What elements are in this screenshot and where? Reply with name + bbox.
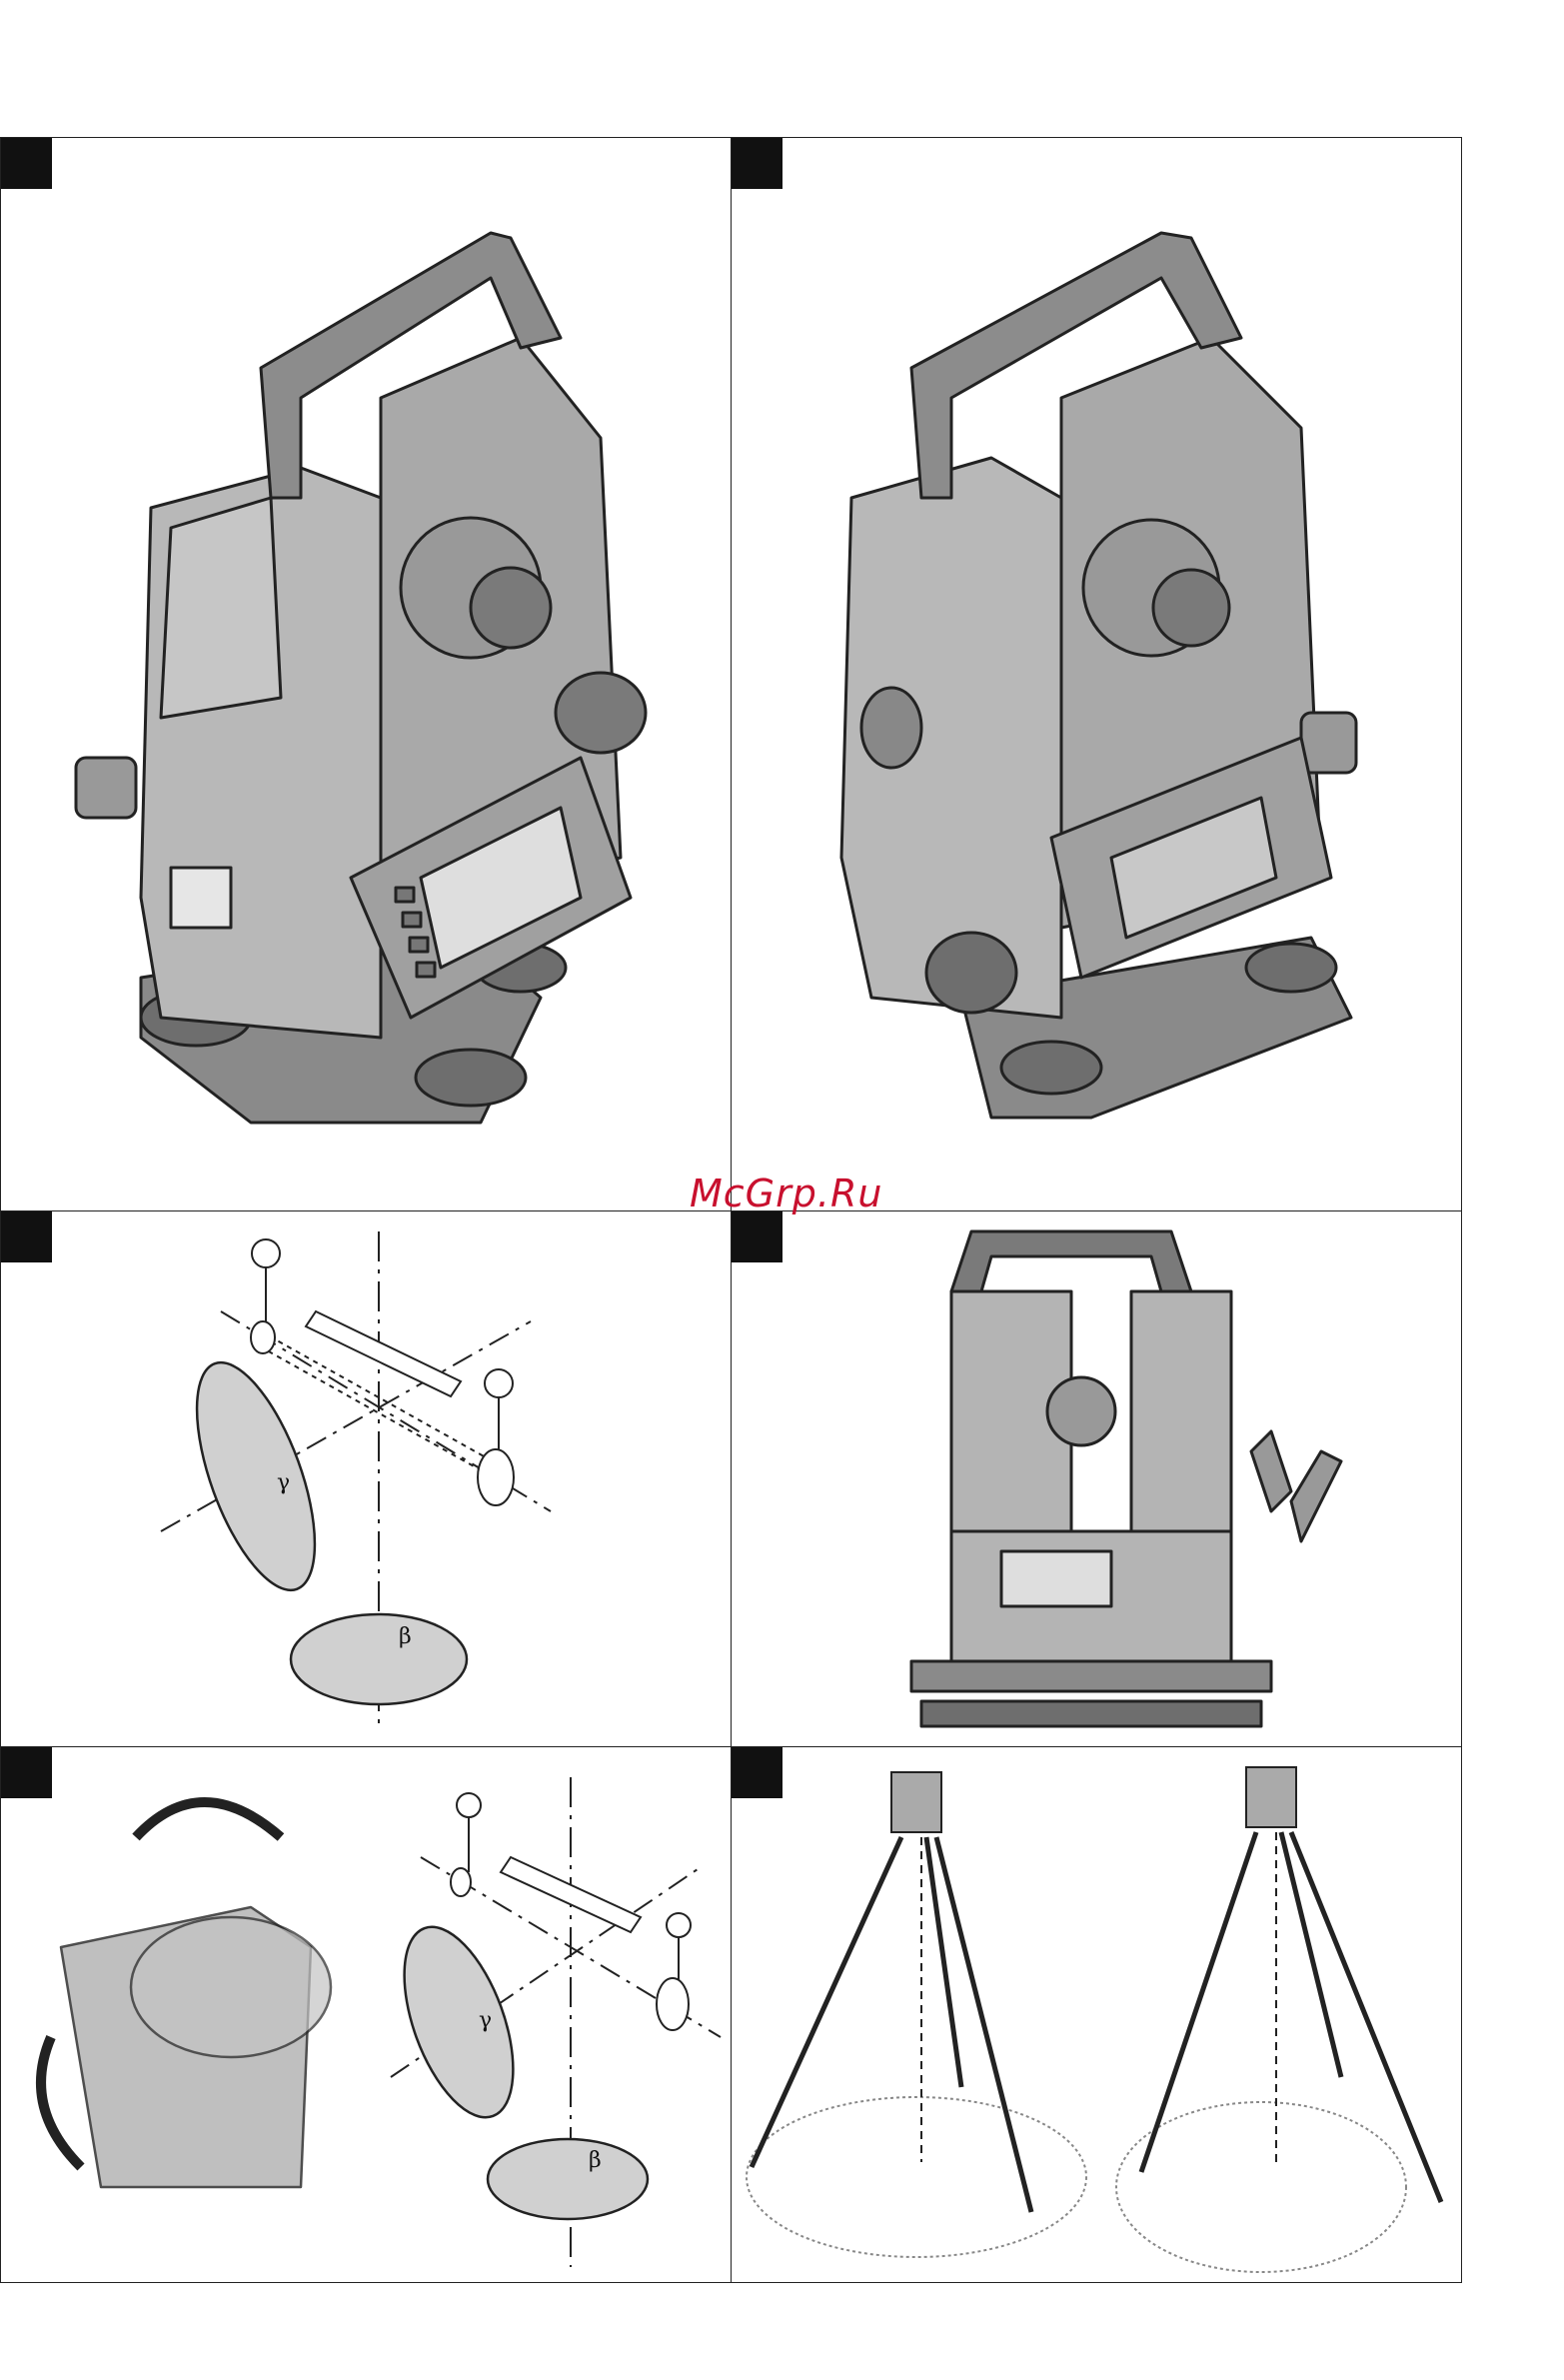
figure-5-panel: γ β	[0, 1746, 732, 2283]
figure-2-panel	[731, 137, 1462, 1211]
watermark: McGrp.Ru	[690, 1172, 882, 1215]
angle-gamma-label: γ	[277, 1470, 290, 1495]
rotation-axes-diagram: γ β	[1, 1747, 732, 2283]
figure-4-panel	[731, 1210, 1462, 1747]
angle-beta-label: β	[589, 2148, 602, 2173]
angle-gamma-label: γ	[479, 2008, 492, 2033]
theodolite-front-illustration	[1, 138, 732, 1211]
battery-insertion-illustration	[732, 1211, 1462, 1747]
angle-beta-label: β	[399, 1624, 412, 1649]
tripod-setup-illustration	[732, 1747, 1462, 2283]
figure-3-panel: γ β	[0, 1210, 732, 1747]
figure-6-panel	[731, 1746, 1462, 2283]
theodolite-rear-illustration	[732, 138, 1462, 1211]
axes-diagram: γ β	[1, 1211, 732, 1747]
figure-1-panel	[0, 137, 732, 1211]
